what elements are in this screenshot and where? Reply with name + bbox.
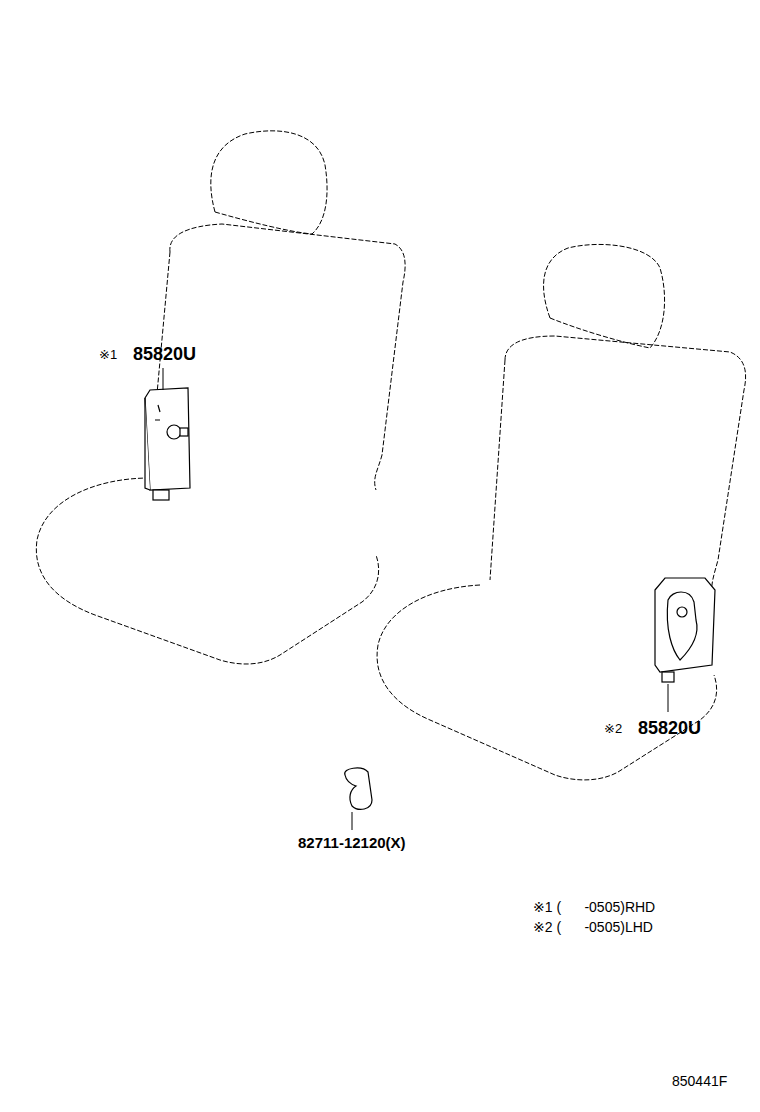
backrest-outline	[490, 360, 505, 580]
figure-number: 850441F	[672, 1074, 727, 1088]
part-number: 82711-12120(X)	[298, 835, 406, 850]
note-mark: ※2	[604, 722, 622, 735]
applicability-note: ※2 ( -0505)LHD	[533, 920, 653, 934]
leader-line	[352, 812, 353, 830]
switch-detail	[155, 405, 160, 420]
part-number: 85820U	[133, 345, 196, 363]
leader-line	[163, 368, 164, 390]
part-number: 85820U	[638, 719, 701, 737]
backrest-outline	[505, 336, 746, 600]
knob	[677, 607, 687, 617]
seat-heater-switch	[655, 578, 715, 672]
knob	[180, 428, 188, 436]
seat-heater-switch	[145, 388, 190, 490]
headrest-outline	[544, 244, 665, 348]
clip	[345, 768, 372, 809]
backrest-outline	[170, 224, 405, 490]
seat-heater-switch	[145, 398, 150, 490]
headrest-outline	[211, 131, 327, 234]
cushion-outline	[36, 478, 378, 664]
applicability-note: ※1 ( -0505)RHD	[533, 900, 655, 914]
connector	[662, 672, 674, 682]
switch-detail	[667, 592, 697, 660]
note-mark: ※1	[99, 348, 117, 361]
knob	[167, 425, 181, 439]
connector	[153, 490, 169, 500]
leader-line	[668, 684, 669, 712]
